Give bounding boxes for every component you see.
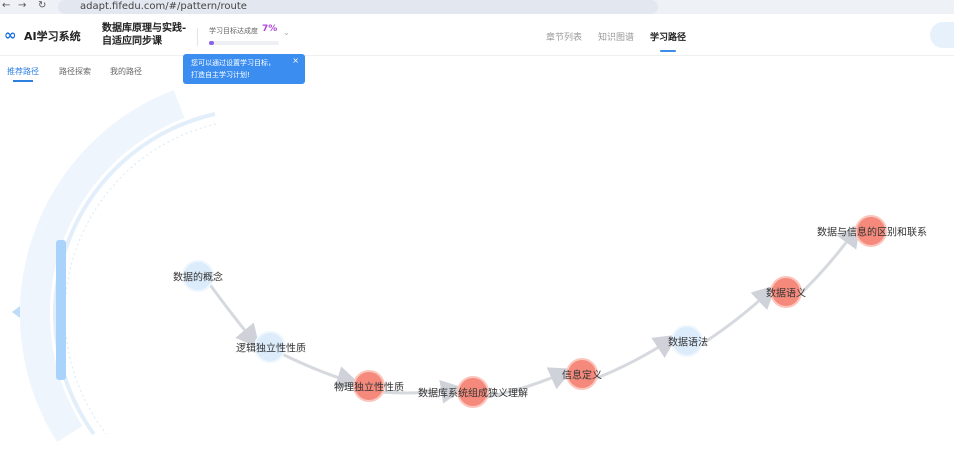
- path-node-label[interactable]: 数据与信息的区别和联系: [817, 227, 927, 239]
- chevron-down-icon[interactable]: ⌄: [283, 28, 290, 37]
- path-node-label[interactable]: 逻辑独立性性质: [236, 343, 306, 355]
- path-edge: [279, 351, 361, 390]
- path-node[interactable]: [566, 358, 598, 390]
- tooltip-text-line2: 打造自主学习计划!: [191, 71, 250, 79]
- progress-label: 学习目标达成度: [209, 27, 258, 35]
- divider: [197, 28, 198, 46]
- path-node[interactable]: [457, 376, 489, 408]
- path-node-label[interactable]: 数据语法: [668, 337, 708, 349]
- reload-icon[interactable]: ↻: [38, 0, 47, 11]
- path-node-label[interactable]: 物理独立性性质: [334, 382, 404, 394]
- tooltip-text-line1: 您可以通过设置学习目标，: [191, 59, 275, 67]
- course-title-line2: 自适应同步课: [102, 36, 162, 47]
- path-edge: [378, 379, 465, 404]
- browser-bar: ← → ↻ adapt.fifedu.com/#/pattern/route: [0, 0, 954, 14]
- path-edge: [206, 281, 260, 349]
- tab-path-explore[interactable]: 路径探索: [59, 67, 91, 76]
- path-node-label[interactable]: 数据的概念: [173, 272, 223, 284]
- nav-chapter-list[interactable]: 章节列表: [546, 33, 583, 43]
- path-node[interactable]: [855, 215, 887, 247]
- app-header: ∞ AI学习系统 数据库原理与实践- 自适应同步课 学习目标达成度 7% ⌄ 章节…: [0, 14, 954, 56]
- avatar[interactable]: [930, 22, 954, 48]
- progress-fill: [209, 41, 214, 45]
- path-node[interactable]: [254, 331, 286, 363]
- path-edge: [794, 223, 861, 300]
- progress-value: 7%: [262, 24, 278, 34]
- path-edge: [591, 334, 679, 382]
- path-node[interactable]: [353, 370, 385, 402]
- path-edge: [696, 284, 777, 349]
- app-name: AI学习系统: [24, 30, 81, 43]
- goal-tooltip: 您可以通过设置学习目标， 打造自主学习计划! ×: [183, 54, 305, 84]
- logo-icon: ∞: [4, 26, 17, 44]
- path-graph: [12, 90, 887, 442]
- close-icon[interactable]: ×: [292, 56, 299, 65]
- tab-recommended-path[interactable]: 推荐路径: [7, 67, 39, 82]
- progress-bar: [209, 41, 279, 45]
- path-node[interactable]: [770, 276, 802, 308]
- nav-learning-path[interactable]: 学习路径: [650, 30, 686, 52]
- forward-icon[interactable]: →: [18, 0, 27, 11]
- nav-knowledge-graph[interactable]: 知识图谱: [598, 33, 635, 43]
- decorative-arc: [12, 90, 217, 442]
- path-node[interactable]: [182, 260, 214, 292]
- course-title[interactable]: 数据库原理与实践- 自适应同步课: [102, 22, 186, 48]
- path-node-label[interactable]: 数据语义: [766, 288, 806, 300]
- path-node-label[interactable]: 信息定义: [562, 370, 602, 382]
- path-node[interactable]: [671, 325, 703, 357]
- course-title-line1: 数据库原理与实践-: [102, 23, 187, 34]
- back-icon[interactable]: ←: [2, 0, 11, 11]
- tab-my-path[interactable]: 我的路径: [110, 67, 142, 76]
- path-node-label[interactable]: 数据库系统组成狭义理解: [418, 388, 528, 400]
- path-edge: [482, 367, 574, 400]
- url-bar[interactable]: adapt.fifedu.com/#/pattern/route: [58, 0, 658, 14]
